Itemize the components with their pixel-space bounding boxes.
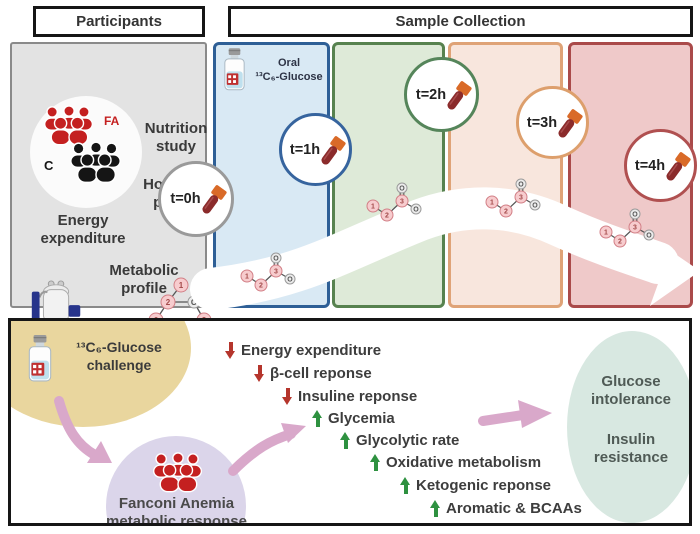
svg-text:O: O: [413, 207, 419, 214]
svg-text:2: 2: [618, 239, 622, 246]
svg-text:1: 1: [245, 274, 249, 281]
labeled-metabolite-molecule: 1 2 3 O O: [485, 178, 541, 218]
svg-text:1: 1: [490, 200, 494, 207]
timepoint-circle-4h: t=4h: [624, 129, 697, 202]
flow-arrows: [54, 396, 552, 476]
sample-collection-header: Sample Collection: [228, 6, 693, 37]
trend-arrow-icon: [430, 499, 441, 517]
effect-row: Oxidative metabolism: [370, 453, 541, 471]
svg-text:O: O: [518, 182, 524, 189]
blood-tube-icon: [194, 182, 230, 221]
blood-tube-icon: [439, 78, 475, 117]
svg-text:2: 2: [385, 213, 389, 220]
svg-text:O: O: [273, 256, 279, 263]
effect-row: β-cell reponse: [254, 364, 372, 382]
glucose-bottle-icon: [28, 335, 52, 382]
trend-arrow-icon: [282, 387, 293, 405]
trend-arrow-icon: [370, 453, 381, 471]
timepoint-circle-0h: t=0h: [158, 161, 234, 237]
control-crowd-icon: [70, 141, 121, 184]
glucose-bottle-icon: [224, 48, 245, 91]
fanconi-response-label: Fanconi Anemia metabolic response: [106, 495, 247, 526]
effect-row: Aromatic & BCAAs: [430, 499, 582, 517]
challenge-arrow: [54, 396, 100, 460]
svg-text:2: 2: [259, 283, 263, 290]
metabolic-cart-icon: [31, 280, 81, 339]
trend-arrow-icon: [340, 431, 351, 449]
effect-row: Glycolytic rate: [340, 431, 459, 449]
labeled-metabolite-molecule: 1 2 3 O O: [366, 182, 422, 222]
timepoint-circle-3h: t=3h: [516, 86, 589, 159]
svg-text:2: 2: [166, 298, 171, 307]
labeled-metabolite-molecule: 1 2 3 O O: [599, 208, 655, 248]
trend-arrow-icon: [400, 476, 411, 494]
svg-text:3: 3: [400, 199, 404, 206]
trend-arrow-icon: [225, 341, 236, 359]
svg-text:O: O: [532, 203, 538, 210]
effect-row: Energy expenditure: [225, 341, 381, 359]
outcome-blob: [567, 331, 689, 523]
svg-text:1: 1: [179, 281, 184, 290]
challenge-label: ¹³C₆-Glucose challenge: [76, 339, 162, 373]
svg-text:1: 1: [371, 204, 375, 211]
trend-arrow-icon: [312, 409, 323, 427]
nutrition-study-label: Nutrition study: [144, 120, 208, 155]
svg-text:O: O: [646, 233, 652, 240]
effect-row: Glycemia: [312, 409, 395, 427]
svg-text:O: O: [287, 277, 293, 284]
blood-tube-icon: [658, 149, 694, 188]
energy-expenditure-label: Energy expenditure: [40, 212, 126, 247]
metabolic-profile-label: Metabolic profile: [109, 262, 179, 297]
svg-text:2: 2: [504, 209, 508, 216]
fa-group-label: FA: [104, 114, 120, 128]
svg-text:3: 3: [633, 225, 637, 232]
outcome-arrow: [478, 410, 528, 426]
summary-panel: ¹³C₆-Glucose challenge Fanconi Anemia me…: [8, 318, 692, 526]
labeled-metabolite-molecule: 1 2 3 O O: [240, 252, 296, 292]
participants-header: Participants: [33, 6, 205, 37]
svg-text:O: O: [191, 298, 197, 307]
oral-dose-label: Oral ¹³C₆-Glucose: [255, 57, 323, 84]
trend-arrow-icon: [254, 364, 265, 382]
response-arrow: [228, 429, 296, 476]
effect-row: Ketogenic reponse: [400, 476, 551, 494]
svg-text:O: O: [632, 212, 638, 219]
fa-crowd-icon: [43, 105, 94, 146]
blood-tube-icon: [550, 106, 586, 145]
blood-tube-icon: [313, 133, 349, 172]
svg-text:1: 1: [604, 230, 608, 237]
outcomes-label: Glucose intolerance Insulin resistance: [590, 373, 672, 466]
svg-text:3: 3: [519, 195, 523, 202]
fa-crowd-icon: [152, 452, 203, 493]
effect-row: Insuline reponse: [282, 387, 417, 405]
timepoint-circle-1h: t=1h: [279, 113, 352, 186]
control-group-label: C: [44, 158, 54, 173]
timepoint-circle-2h: t=2h: [404, 57, 479, 132]
svg-text:O: O: [399, 186, 405, 193]
svg-text:3: 3: [274, 269, 278, 276]
